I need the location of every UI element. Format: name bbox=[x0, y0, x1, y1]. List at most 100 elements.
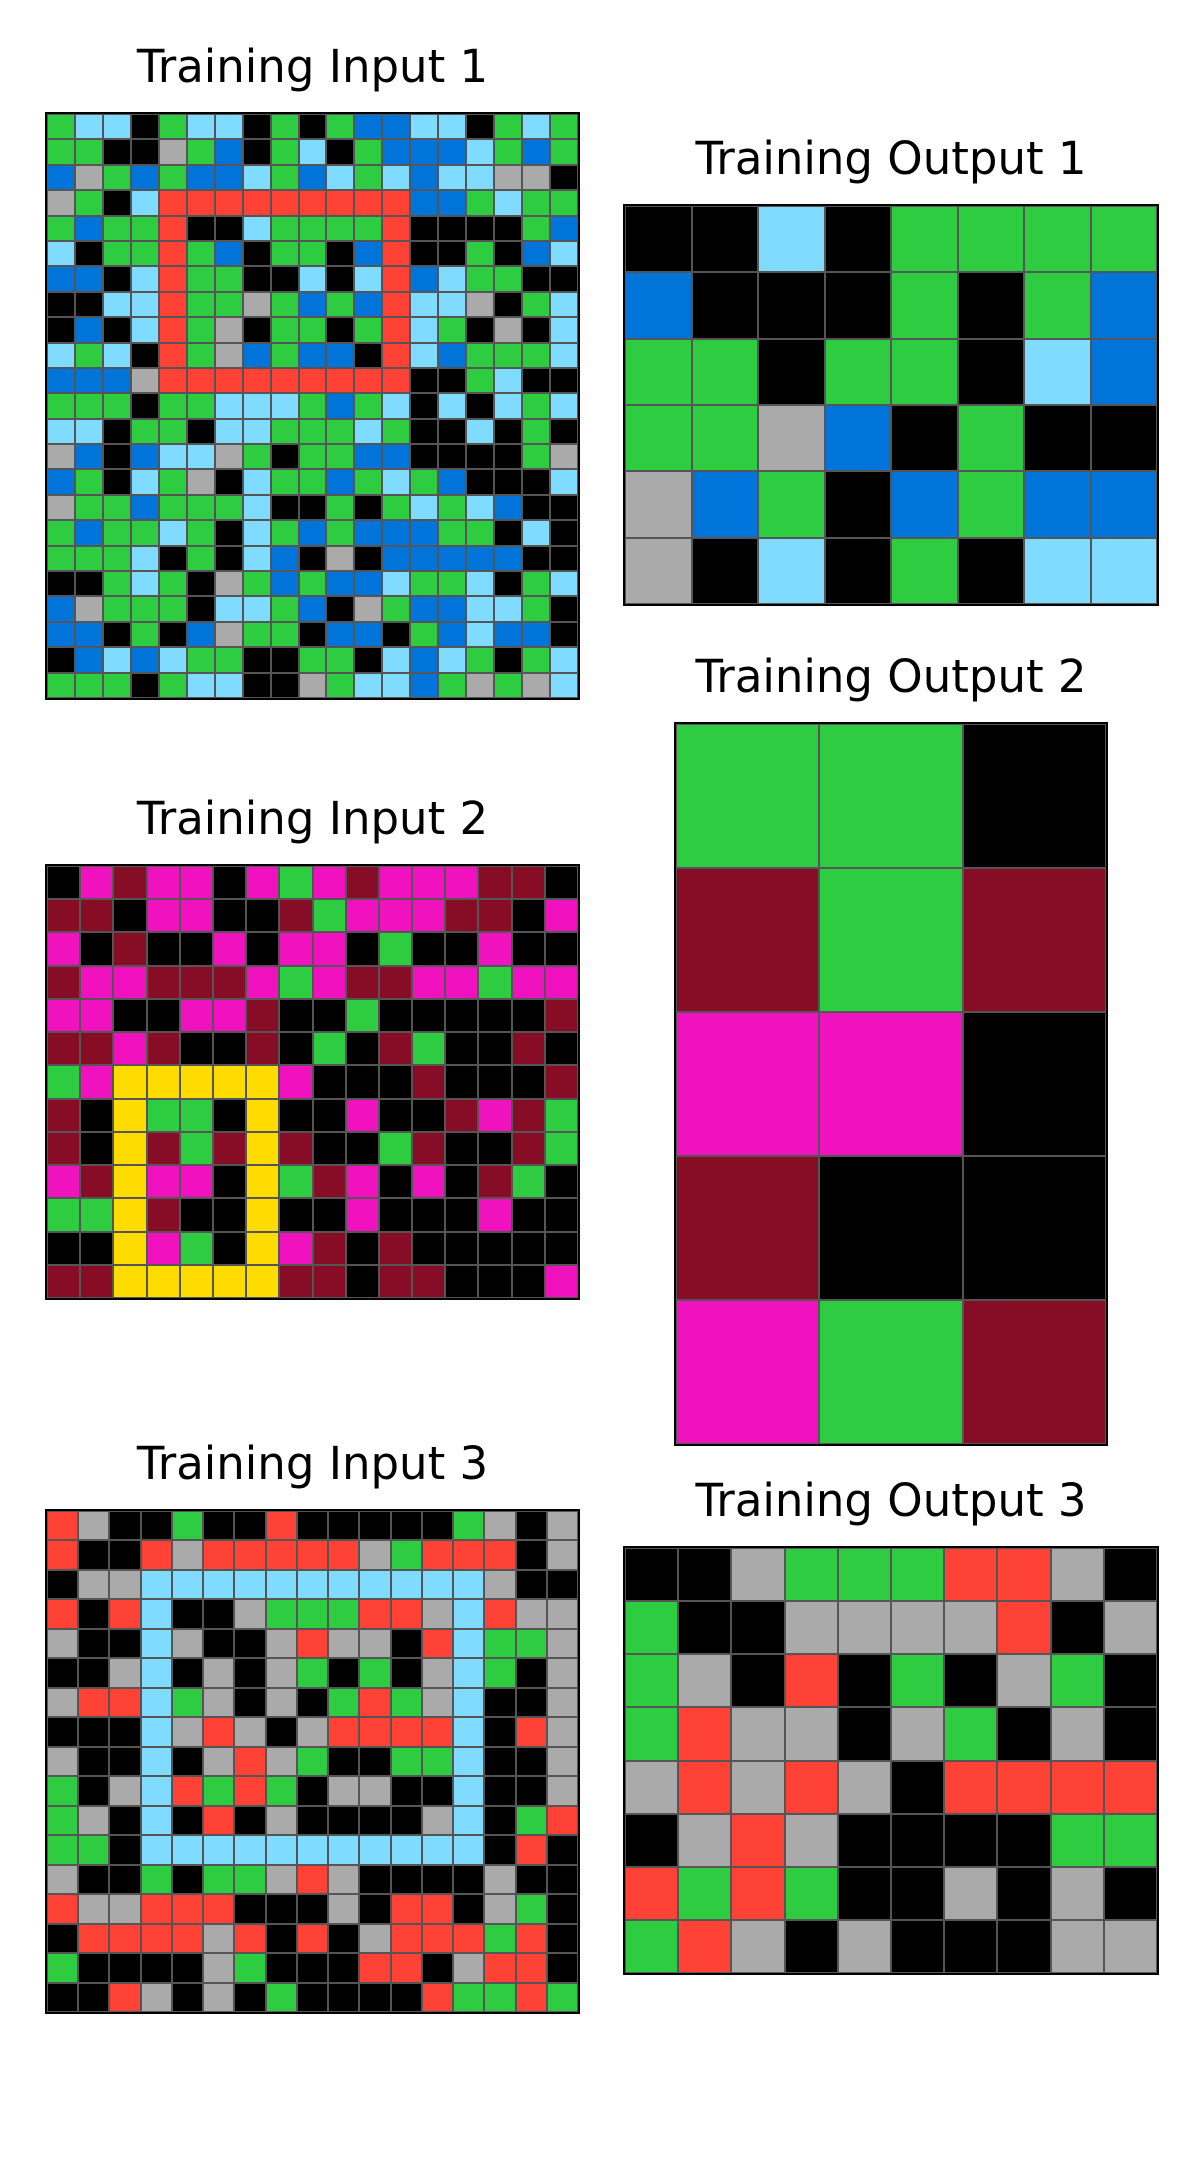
grid-cell bbox=[625, 1760, 679, 1814]
grid-cell bbox=[78, 1776, 110, 1806]
grid-cell bbox=[78, 1894, 110, 1924]
grid-cell bbox=[242, 317, 271, 343]
grid-cell bbox=[544, 899, 578, 933]
grid-cell bbox=[212, 1032, 247, 1066]
grid-cell bbox=[957, 206, 1024, 273]
grid-cell bbox=[382, 647, 411, 673]
grid-cell bbox=[242, 621, 271, 648]
grid-cell bbox=[412, 1098, 446, 1132]
grid-cell bbox=[1024, 537, 1091, 604]
grid-cell bbox=[515, 1776, 547, 1806]
grid-cell bbox=[837, 1919, 891, 1973]
grid-cell bbox=[298, 520, 327, 546]
grid-cell bbox=[957, 537, 1024, 604]
grid-cell bbox=[328, 1805, 360, 1836]
grid-cell bbox=[158, 418, 187, 445]
grid-cell bbox=[691, 405, 758, 472]
grid-cell bbox=[410, 621, 439, 648]
grid-cell bbox=[270, 190, 299, 216]
grid-cell bbox=[47, 1131, 81, 1166]
grid-cell bbox=[242, 240, 271, 267]
grid-cell bbox=[478, 965, 512, 999]
grid-cell bbox=[837, 1760, 891, 1814]
grid-cell bbox=[171, 1746, 204, 1777]
grid-cell bbox=[410, 393, 439, 419]
grid-cell bbox=[421, 1894, 454, 1924]
grid-cell bbox=[546, 1746, 578, 1777]
grid-cell bbox=[234, 1953, 266, 1983]
grid-cell bbox=[212, 965, 247, 999]
grid-cell bbox=[74, 621, 103, 648]
grid-cell bbox=[186, 139, 215, 165]
grid-cell bbox=[466, 418, 495, 445]
grid-cell bbox=[171, 1894, 204, 1924]
grid-cell bbox=[242, 647, 271, 673]
grid-cell bbox=[158, 190, 187, 216]
grid-cell bbox=[354, 291, 383, 318]
grid-cell bbox=[382, 240, 411, 267]
grid-cell bbox=[74, 190, 103, 216]
grid-cell bbox=[242, 164, 271, 191]
grid-cell bbox=[214, 469, 243, 495]
grid-cell bbox=[438, 571, 467, 597]
grid-cell bbox=[546, 1717, 578, 1747]
grid-cell bbox=[312, 932, 346, 966]
grid-cell bbox=[1090, 206, 1157, 273]
grid-cell bbox=[1024, 471, 1091, 538]
grid-cell bbox=[146, 1098, 180, 1132]
grid-cell bbox=[298, 342, 327, 368]
grid-cell bbox=[146, 1131, 180, 1166]
grid-cell bbox=[158, 342, 187, 368]
grid-cell bbox=[345, 1198, 379, 1232]
grid-cell bbox=[179, 1065, 213, 1099]
grid-cell bbox=[1103, 1654, 1157, 1708]
grid-cell bbox=[494, 215, 523, 241]
grid-cell bbox=[421, 1717, 454, 1747]
grid-cell bbox=[312, 866, 346, 900]
grid-cell bbox=[957, 471, 1024, 538]
grid-cell bbox=[270, 596, 299, 622]
grid-cell bbox=[466, 367, 495, 394]
grid-cell bbox=[625, 405, 692, 472]
grid-cell bbox=[214, 418, 243, 445]
training-output-1-grid bbox=[623, 204, 1159, 606]
grid-cell bbox=[625, 1866, 679, 1920]
grid-cell bbox=[1024, 405, 1091, 472]
grid-cell bbox=[296, 1687, 329, 1718]
grid-cell bbox=[242, 215, 271, 241]
grid-cell bbox=[484, 1717, 516, 1747]
grid-cell bbox=[544, 1098, 578, 1132]
grid-cell bbox=[412, 1131, 446, 1166]
grid-cell bbox=[515, 1628, 547, 1659]
grid-cell bbox=[109, 1628, 141, 1659]
grid-cell bbox=[546, 1540, 578, 1570]
panel-title: Training Input 2 bbox=[136, 792, 489, 845]
grid-cell bbox=[354, 444, 383, 470]
grid-cell bbox=[453, 1717, 485, 1747]
grid-cell bbox=[378, 899, 413, 933]
grid-cell bbox=[731, 1707, 785, 1761]
grid-cell bbox=[354, 418, 383, 445]
grid-cell bbox=[378, 1264, 413, 1298]
grid-cell bbox=[212, 1198, 247, 1232]
grid-cell bbox=[298, 545, 327, 572]
grid-cell bbox=[438, 215, 467, 241]
grid-cell bbox=[214, 190, 243, 216]
grid-cell bbox=[550, 342, 578, 368]
grid-cell bbox=[445, 1198, 479, 1232]
grid-cell bbox=[997, 1919, 1051, 1973]
grid-cell bbox=[296, 1658, 329, 1688]
grid-cell bbox=[837, 1707, 891, 1761]
grid-cell bbox=[438, 621, 467, 648]
grid-cell bbox=[1050, 1866, 1104, 1920]
grid-cell bbox=[445, 932, 479, 966]
grid-cell bbox=[296, 1599, 329, 1629]
grid-cell bbox=[171, 1511, 204, 1541]
grid-cell bbox=[328, 1982, 360, 2012]
grid-cell bbox=[47, 1511, 79, 1541]
grid-cell bbox=[731, 1548, 785, 1602]
grid-cell bbox=[78, 1717, 110, 1747]
grid-cell bbox=[345, 1264, 379, 1298]
grid-cell bbox=[511, 1098, 545, 1132]
grid-cell bbox=[515, 1687, 547, 1718]
